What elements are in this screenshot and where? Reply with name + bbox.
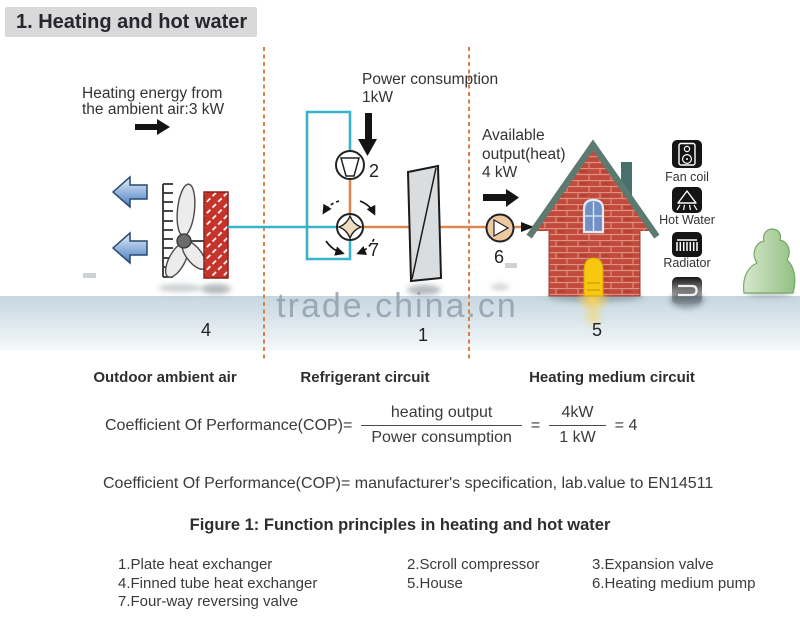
roof-edge (526, 139, 660, 239)
fan-coil-label: Fan coil (665, 170, 709, 184)
heat-input-arrow-icon (135, 119, 170, 135)
legend-item: 2.Scroll compressor (407, 556, 540, 573)
air-arrow-icon (111, 175, 148, 209)
legend-item: 6.Heating medium pump (592, 574, 756, 592)
heating-medium-circuit (483, 139, 660, 330)
fan-coil-icon (672, 140, 702, 168)
cop-lhs: Coefficient Of Performance(COP)= (105, 416, 353, 434)
emitter-icons (672, 140, 702, 304)
four-way-valve-icon (322, 200, 376, 256)
heating-medium-pump-icon (485, 213, 515, 243)
refrigerant-circuit (228, 110, 549, 283)
plate-hx-shadow (407, 285, 441, 295)
legend-column-2: 2.Scroll compressor 5.House (407, 556, 540, 593)
function-principle-diagram: trade.china.cn (0, 47, 800, 386)
legend-item: 5.House (407, 574, 463, 592)
cop-result: = 4 (614, 416, 638, 434)
legend-item: 4.Finned tube heat exchanger (118, 574, 318, 592)
available-output-text: Available (482, 127, 545, 144)
available-output-text: output(heat) (482, 146, 566, 163)
legend-item: 1.Plate heat exchanger (118, 556, 273, 573)
compressor-number: 2 (369, 161, 379, 181)
ground-band (0, 263, 800, 350)
output-arrow-icon (483, 189, 519, 207)
refrigerant-loop (305, 110, 352, 261)
pump-number: 6 (494, 247, 504, 267)
watermark: trade.china.cn (276, 287, 518, 325)
valve-number: 7 (369, 240, 379, 260)
floor-heating-icon (672, 277, 702, 304)
fraction-denominator: Power consumption (361, 425, 522, 447)
legend-item: 3.Expansion valve (592, 556, 714, 573)
exchanger-shadow (201, 284, 231, 294)
cop-formula: Coefficient Of Performance(COP)= heating… (105, 404, 637, 447)
fan-icon (164, 183, 207, 278)
heat-source-text: Heating energy from (82, 85, 222, 102)
section-label-heating-medium: Heating medium circuit (529, 369, 695, 386)
heat-source-text: the ambient air:3 kW (82, 101, 225, 118)
scroll-compressor-icon (335, 150, 365, 180)
fraction-numerator: heating output (390, 404, 493, 421)
legend-item: 7.Four-way reversing valve (118, 593, 299, 610)
cop-specification-line: Coefficient Of Performance(COP)= manufac… (103, 475, 714, 492)
fraction-denominator: 1 kW (549, 425, 606, 447)
plate-hx-number: 1 (418, 325, 428, 345)
equals-sign: = (530, 416, 541, 434)
hot-water-label: Hot Water (659, 213, 715, 227)
plate-heat-exchanger (406, 164, 443, 283)
legend-column-1: 1.Plate heat exchanger 4.Finned tube hea… (118, 556, 317, 612)
pump-shadow (491, 284, 509, 290)
figure-caption: Figure 1: Function principles in heating… (189, 516, 611, 534)
door (583, 257, 604, 297)
fan-shadow (158, 284, 202, 292)
finned-tube-heat-exchanger (203, 191, 229, 279)
air-flow-arrows (111, 175, 148, 265)
section-label-outdoor: Outdoor ambient air (93, 369, 237, 386)
available-output-text: 4 kW (482, 164, 518, 181)
outdoor-unit (111, 175, 229, 279)
cop-fraction-values: 4kW 1 kW (549, 404, 606, 447)
radiator-label: Radiator (663, 256, 710, 270)
fraction-numerator: 4kW (561, 404, 594, 421)
air-arrow-icon (111, 231, 148, 265)
tree-icon (743, 228, 796, 294)
diagram-labels: Heating energy from the ambient air:3 kW… (82, 71, 715, 386)
power-arrow-icon (358, 113, 377, 156)
house-icon (526, 139, 660, 330)
power-consumption-text: Power consumption (362, 71, 498, 88)
house-number: 5 (592, 320, 602, 340)
legend-column-3: 3.Expansion valve 6.Heating medium pump (592, 556, 755, 593)
hot-water-icon (672, 187, 702, 213)
cop-fraction-words: heating output Power consumption (361, 404, 522, 447)
flow-arrowhead-icon (521, 222, 534, 232)
power-consumption-text: 1kW (362, 89, 393, 106)
page-title: 1. Heating and hot water (5, 7, 257, 37)
section-label-refrigerant: Refrigerant circuit (300, 369, 429, 386)
radiator-icon (672, 232, 702, 257)
finned-hx-number: 4 (201, 320, 211, 340)
